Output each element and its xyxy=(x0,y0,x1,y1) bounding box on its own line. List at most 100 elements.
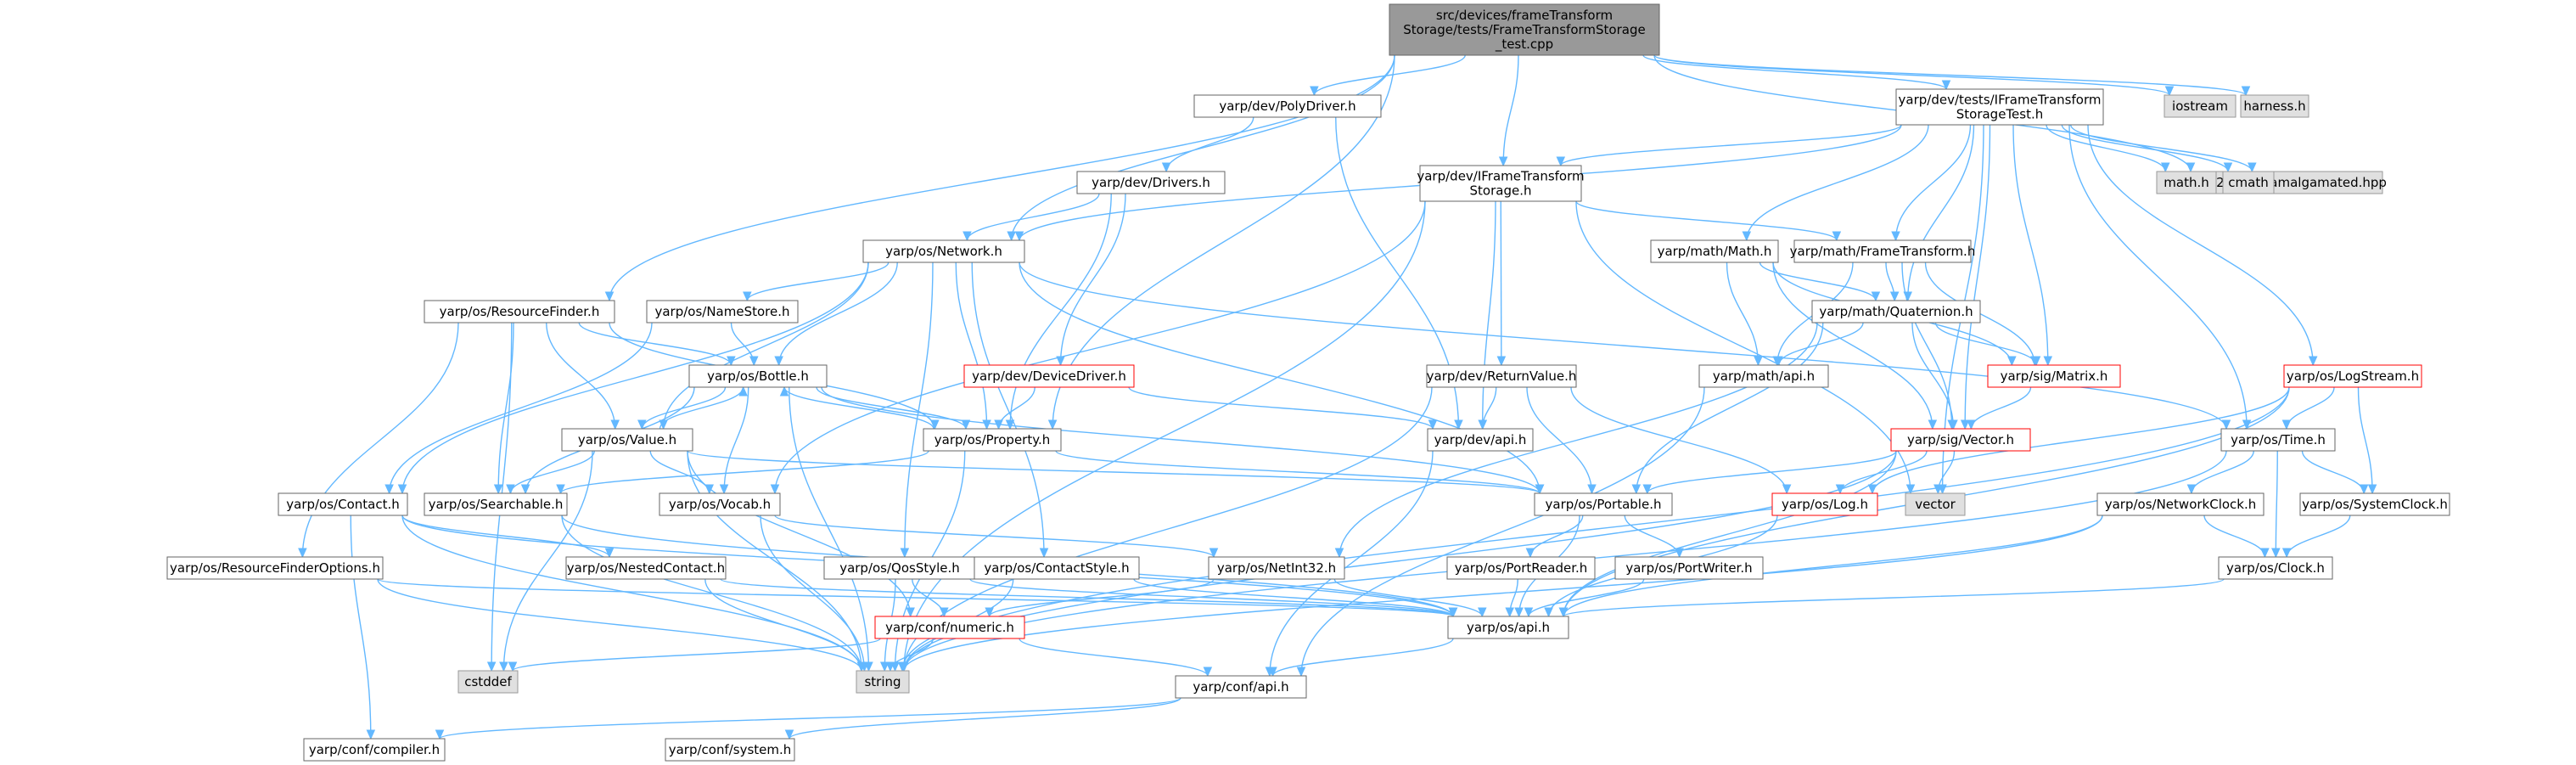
node-portable[interactable]: yarp/os/Portable.h xyxy=(1534,492,1673,516)
node-iftst[interactable]: yarp/dev/tests/IFrameTransformStorageTes… xyxy=(1895,88,2104,126)
node-string[interactable]: string xyxy=(856,670,910,694)
node-box xyxy=(874,616,1025,639)
node-box xyxy=(1650,239,1779,263)
node-iostream[interactable]: iostream xyxy=(2164,94,2236,118)
edge-iftst-to-mmath xyxy=(1746,124,1929,241)
node-catch2[interactable]: catch2/catch_amalgamated.hpp xyxy=(2181,171,2387,194)
node-vector[interactable]: yarp/sig/Vector.h xyxy=(1890,428,2031,452)
node-label: yarp/os/ResourceFinderOptions.h xyxy=(170,560,380,576)
edge-time-to-networkclock xyxy=(2191,450,2254,494)
node-rfoptions[interactable]: yarp/os/ResourceFinderOptions.h xyxy=(166,556,384,580)
node-label: yarp/os/Value.h xyxy=(578,432,676,447)
edge-bottle-to-property xyxy=(816,386,967,430)
edge-vector-to-portable xyxy=(1647,450,1897,494)
arrowhead xyxy=(1525,548,1535,559)
node-box xyxy=(2218,556,2333,580)
node-label: yarp/dev/PolyDriver.h xyxy=(1219,98,1355,114)
node-polydriver[interactable]: yarp/dev/PolyDriver.h xyxy=(1193,94,1382,118)
edge-qosstyle-to-osapi xyxy=(969,578,1454,617)
node-log[interactable]: yarp/os/Log.h xyxy=(1771,492,1878,516)
node-network[interactable]: yarp/os/Network.h xyxy=(862,239,1025,263)
node-nestedcontact[interactable]: yarp/os/NestedContact.h xyxy=(565,556,727,580)
node-time[interactable]: yarp/os/Time.h xyxy=(2220,428,2336,452)
node-devicedriver[interactable]: yarp/dev/DeviceDriver.h xyxy=(963,364,1135,388)
arrowhead xyxy=(1558,607,1569,618)
node-cmath[interactable]: cmath xyxy=(2222,171,2275,194)
node-vocab[interactable]: yarp/os/Vocab.h xyxy=(659,492,781,516)
node-label: vector xyxy=(1915,497,1956,512)
node-property[interactable]: yarp/os/Property.h xyxy=(923,428,1062,452)
arrowhead xyxy=(1933,484,1943,495)
node-mathapi[interactable]: yarp/math/api.h xyxy=(1698,364,1829,388)
node-osapi[interactable]: yarp/os/api.h xyxy=(1447,616,1569,639)
node-networkclock[interactable]: yarp/os/NetworkClock.h xyxy=(2096,492,2265,516)
node-box xyxy=(2222,171,2275,194)
edge-numeric-to-confapi xyxy=(1019,638,1209,677)
node-box xyxy=(1446,556,1596,580)
edge-property-to-portable xyxy=(1055,450,1541,494)
edge-network-to-contact xyxy=(401,262,869,494)
node-matrix[interactable]: yarp/sig/Matrix.h xyxy=(1987,364,2121,388)
node-box xyxy=(923,428,1062,452)
edge-root-to-network xyxy=(1010,54,1395,241)
node-numeric[interactable]: yarp/conf/numeric.h xyxy=(874,616,1025,639)
node-frametransform[interactable]: yarp/math/FrameTransform.h xyxy=(1790,239,1976,263)
node-box xyxy=(665,738,795,762)
edge-value-to-portable xyxy=(687,450,1541,494)
node-compiler[interactable]: yarp/conf/compiler.h xyxy=(303,738,446,762)
node-qosstyle[interactable]: yarp/os/QosStyle.h xyxy=(823,556,976,580)
node-box xyxy=(1771,492,1878,516)
edge-iftst-to-catch2 xyxy=(2070,124,2253,172)
node-contactstyle[interactable]: yarp/os/ContactStyle.h xyxy=(974,556,1140,580)
node-confapi[interactable]: yarp/conf/api.h xyxy=(1175,675,1307,699)
edge-logstream-to-log xyxy=(1872,386,2290,494)
node-box xyxy=(2096,492,2265,516)
node-system[interactable]: yarp/conf/system.h xyxy=(665,738,795,762)
node-drivers[interactable]: yarp/dev/Drivers.h xyxy=(1076,171,1226,194)
node-harness[interactable]: harness.h xyxy=(2240,94,2309,118)
node-portwriter[interactable]: yarp/os/PortWriter.h xyxy=(1614,556,1764,580)
node-systemclock[interactable]: yarp/os/SystemClock.h xyxy=(2299,492,2450,516)
node-value[interactable]: yarp/os/Value.h xyxy=(561,428,693,452)
node-netint32[interactable]: yarp/os/NetInt32.h xyxy=(1208,556,1345,580)
edge-network-to-namestore xyxy=(746,262,890,301)
arrowhead xyxy=(1310,86,1319,97)
edge-confapi-to-system xyxy=(789,697,1181,740)
arrowhead xyxy=(738,385,748,397)
node-label: yarp/os/ResourceFinder.h xyxy=(440,304,600,319)
arrowhead xyxy=(2160,162,2170,173)
edge-network-to-bottle xyxy=(777,262,898,366)
edge-resourcefinder-to-searchable xyxy=(497,322,514,494)
arrowhead xyxy=(940,607,949,618)
edge-ifts-to-frametransform xyxy=(1575,200,1838,241)
edge-portwriter-to-osapi xyxy=(1528,578,1645,617)
node-searchable[interactable]: yarp/os/Searchable.h xyxy=(424,492,568,516)
edge-iftst-to-time xyxy=(2068,124,2248,430)
node-label: yarp/conf/compiler.h xyxy=(309,742,440,757)
node-label: yarp/sig/Vector.h xyxy=(1907,432,2014,447)
arrowhead xyxy=(779,385,789,397)
node-stdvector[interactable]: vector xyxy=(1905,492,1966,516)
node-contact[interactable]: yarp/os/Contact.h xyxy=(278,492,408,516)
arrowhead xyxy=(298,548,307,559)
arrowhead xyxy=(885,661,895,672)
node-mmath[interactable]: yarp/math/Math.h xyxy=(1650,239,1779,263)
node-bottle[interactable]: yarp/os/Bottle.h xyxy=(688,364,828,388)
edge-iftst-to-logstream xyxy=(2087,124,2314,366)
node-returnvalue[interactable]: yarp/dev/ReturnValue.h xyxy=(1426,364,1577,388)
node-cstddef[interactable]: cstddef xyxy=(457,670,519,694)
node-mathh[interactable]: math.h xyxy=(2156,171,2217,194)
node-quaternion[interactable]: yarp/math/Quaternion.h xyxy=(1811,300,1981,323)
node-box xyxy=(823,556,976,580)
node-root[interactable]: src/devices/frameTransformStorage/tests/… xyxy=(1389,3,1660,56)
node-namestore[interactable]: yarp/os/NameStore.h xyxy=(646,300,799,323)
node-logstream[interactable]: yarp/os/LogStream.h xyxy=(2283,364,2422,388)
node-devapi[interactable]: yarp/dev/api.h xyxy=(1427,428,1534,452)
edge-contact-to-compiler xyxy=(350,515,372,740)
node-portreader[interactable]: yarp/os/PortReader.h xyxy=(1446,556,1596,580)
node-resourcefinder[interactable]: yarp/os/ResourceFinder.h xyxy=(424,300,615,323)
arrowhead xyxy=(397,484,407,495)
node-label: yarp/os/Vocab.h xyxy=(669,497,771,512)
node-clock[interactable]: yarp/os/Clock.h xyxy=(2218,556,2333,580)
